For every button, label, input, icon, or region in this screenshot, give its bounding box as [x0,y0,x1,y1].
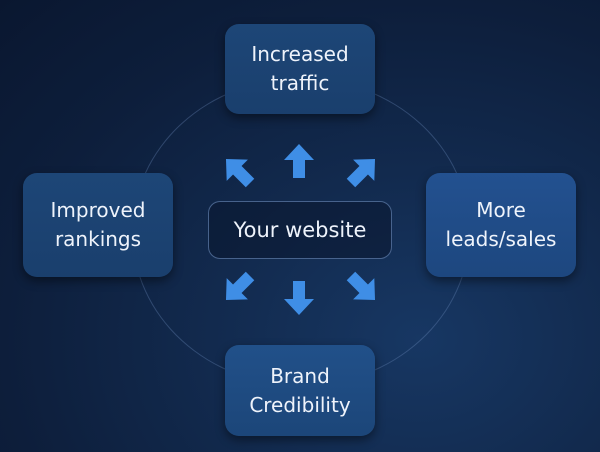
arrow-down-left-icon [213,263,264,314]
arrow-up-icon [281,143,317,179]
arrow-down-right-icon [338,263,389,314]
arrow-up-left-icon [213,146,264,197]
node-text-line: traffic [270,71,330,95]
node-text-line: Brand [270,363,330,388]
node-increased-traffic: Increased traffic [225,24,375,114]
center-your-website: Your website [208,201,392,259]
node-text-line: Increased [251,42,349,66]
node-improved-rankings: Improved rankings [23,173,173,277]
node-text-line: Credibility [249,392,351,417]
node-more-leads-sales: More leads/sales [426,173,576,277]
node-text-line: Improved [50,198,146,222]
node-text-line: leads/sales [445,227,557,251]
arrow-down-icon [281,280,317,316]
node-brand-credibility: Brand Credibility [225,345,375,436]
center-label: Your website [233,218,367,242]
node-text-line: More [476,198,526,222]
arrow-up-right-icon [338,146,389,197]
node-text-line: rankings [54,227,142,251]
